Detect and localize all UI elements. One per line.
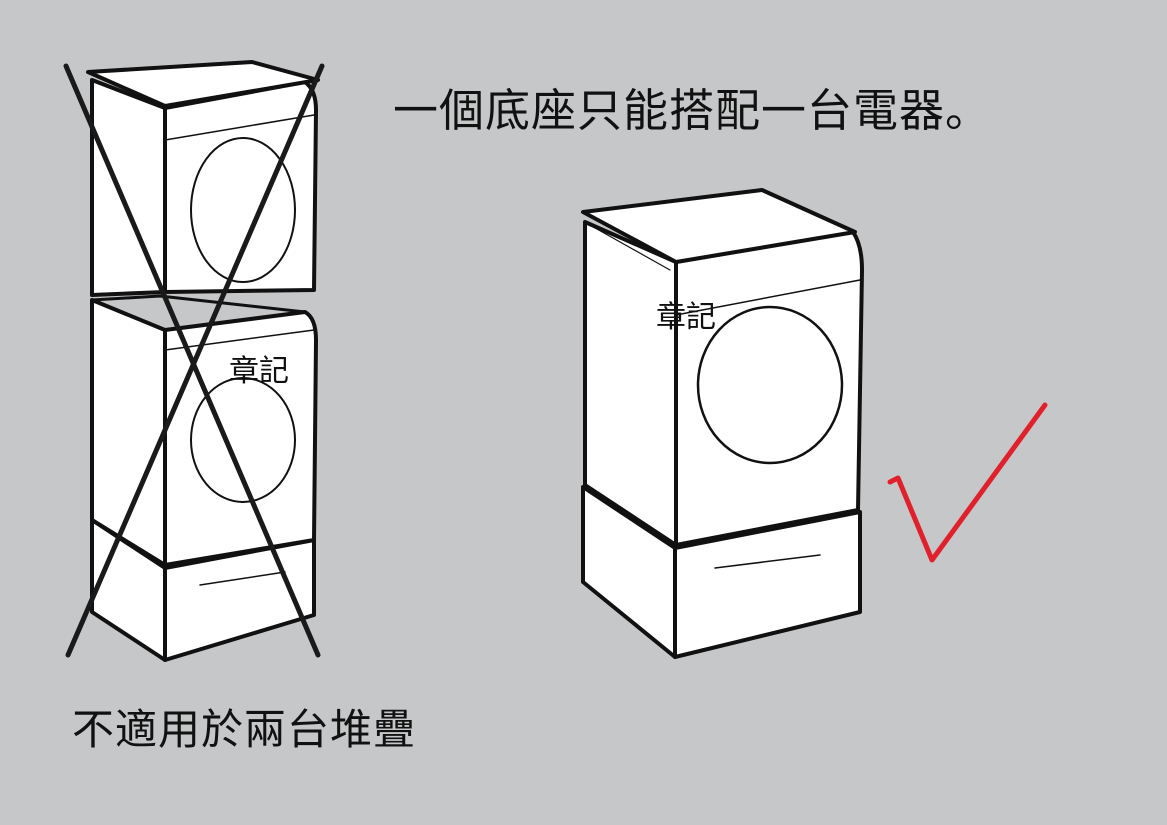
stacked-machines-illustration <box>86 60 320 662</box>
cross-mark-icon <box>63 63 325 658</box>
watermark-left: 章記 <box>229 354 289 389</box>
single-machine-illustration <box>581 188 864 659</box>
incorrect-caption: 不適用於兩台堆疊 <box>72 705 417 754</box>
page-title: 一個底座只能搭配一台電器。 <box>393 84 992 137</box>
watermark-right: 章記 <box>656 300 716 335</box>
check-mark-icon <box>887 402 1048 563</box>
